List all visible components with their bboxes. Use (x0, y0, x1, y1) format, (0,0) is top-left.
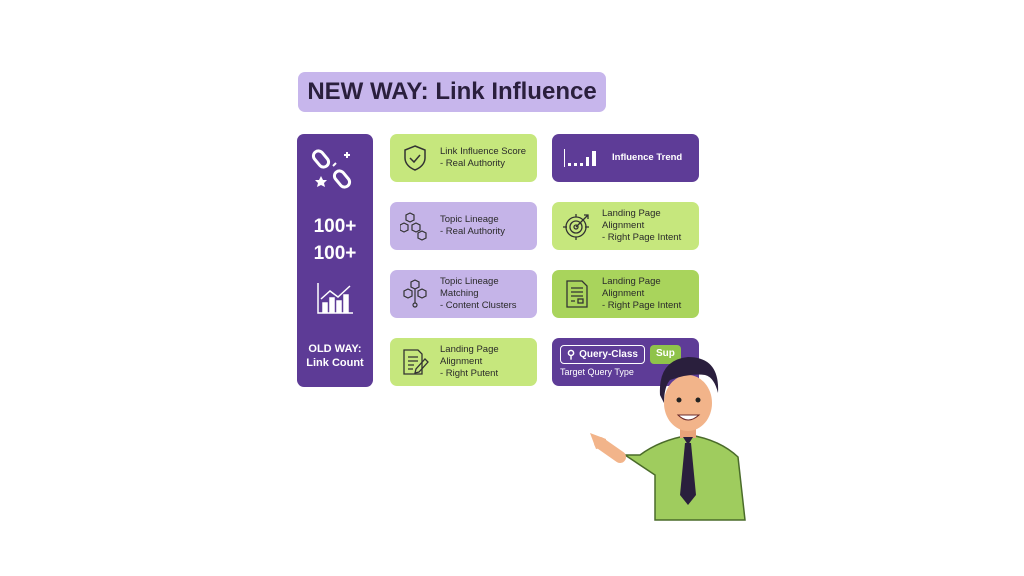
card-influence-trend: Influence Trend (552, 134, 699, 182)
card-topic-lineage-matching: Topic Lineage Matching- Content Clusters (390, 270, 537, 318)
shield-check-icon (404, 145, 426, 171)
hexagon-cluster-icon (403, 279, 427, 308)
bar-chart-icon (317, 283, 353, 314)
card-subtitle: - Right Page Intent (602, 300, 682, 311)
bar-trend-icon (564, 149, 596, 167)
card-topic-lineage: Topic Lineage- Real Authority (390, 202, 537, 250)
link-count-label: Link Count (306, 357, 364, 369)
count-2: 100+ (313, 243, 357, 264)
card-title: Landing Page Alignment (440, 344, 499, 367)
page-title: NEW WAY: Link Influence (298, 72, 606, 112)
support-badge: Sup (649, 345, 681, 364)
card-landing-page-intent-1: Landing Page Alignment- Right Page Inten… (552, 202, 699, 250)
card-link-influence-score: Link Influence Score- Real Authority (390, 134, 537, 182)
card-subtitle: - Real Authority (440, 226, 505, 237)
query-class-label: Query-Class (579, 349, 638, 360)
card-title: Topic Lineage (440, 214, 499, 225)
card-title: Topic Lineage Matching (440, 276, 499, 299)
card-subtitle: - Right Putent (440, 368, 499, 379)
card-title: Link Influence Score (440, 146, 527, 157)
card-title: Influence Trend (612, 152, 683, 163)
old-way-panel: 100+ 100+ OLD WAY: Link Count (297, 134, 373, 387)
broken-link-icon (311, 149, 352, 189)
card-title: Landing Page Alignment (602, 208, 661, 231)
card-subtitle: - Real Authority (440, 158, 505, 169)
query-class-button[interactable]: ⚲Query-Class (560, 345, 645, 364)
target-icon (563, 214, 589, 240)
card-subtitle: - Content Clusters (440, 300, 517, 311)
card-title: Landing Page Alignment (602, 276, 661, 299)
card-landing-page-intent-2: Landing Page Alignment- Right Page Inten… (552, 270, 699, 318)
old-way-label: OLD WAY: (308, 343, 362, 355)
document-icon (566, 280, 588, 308)
card-landing-page-putent: Landing Page Alignment- Right Putent (390, 338, 537, 386)
count-1: 100+ (313, 216, 357, 237)
target-query-caption: Target Query Type (560, 367, 634, 377)
hexagons-icon (400, 212, 427, 241)
search-icon: ⚲ (567, 349, 576, 361)
document-pen-icon (403, 349, 429, 375)
card-subtitle: - Right Page Intent (602, 232, 682, 243)
pointing-man-illustration (590, 357, 746, 521)
